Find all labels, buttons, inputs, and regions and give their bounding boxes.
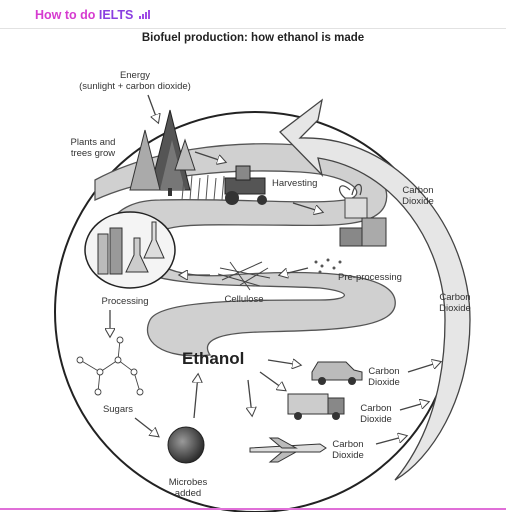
plane-co2-arrow: [375, 436, 406, 445]
chipped-biomass: [314, 258, 342, 274]
processing-illustration: [84, 211, 176, 289]
truck-illustration: [287, 393, 345, 420]
footer-divider: [0, 508, 506, 510]
ethanol-to-truck-arrow: [259, 371, 285, 390]
brand-name: IELTS: [98, 8, 134, 22]
preprocess-to-cellulose-arrow: [280, 267, 309, 275]
grow-to-harvest-arrow: [194, 151, 225, 162]
energy-arrow: [147, 94, 158, 122]
harvest-to-preprocess-arrow: [292, 202, 322, 212]
crops-illustration: [181, 174, 225, 201]
header-divider: [0, 28, 506, 29]
label-processing: Processing: [102, 296, 149, 307]
label-sugars: Sugars: [103, 404, 133, 415]
label-harvesting: Harvesting: [272, 178, 317, 189]
signal-bars-icon: [138, 8, 151, 22]
label-energy: Energy(sunlight + carbon dioxide): [79, 70, 191, 92]
plant-illustration: [338, 183, 368, 219]
label-ethanol: Ethanol: [182, 349, 244, 368]
brand-logo: How to do IELTS: [35, 8, 151, 22]
tractor-illustration: [224, 165, 267, 205]
diagram-title: Biofuel production: how ethanol is made: [141, 32, 365, 44]
car-illustration: [311, 361, 363, 385]
microbes-illustration: [167, 426, 205, 464]
co2-return-arrow: [279, 98, 471, 481]
truck-co2-arrow: [399, 402, 428, 411]
cellulose-illustration: [217, 261, 271, 291]
brand-prefix: How to do: [35, 8, 99, 22]
label-cellulose: Cellulose: [224, 294, 263, 305]
plane-illustration: [249, 437, 327, 463]
microbes-to-ethanol-arrow: [194, 375, 198, 419]
process-band: [94, 143, 396, 357]
ethanol-to-plane-arrow: [248, 379, 252, 415]
car-co2-arrow: [407, 362, 440, 373]
preprocessing-machine: [339, 217, 387, 247]
trees-illustration: [129, 109, 196, 196]
label-preprocessing: Pre-processing: [338, 272, 402, 283]
sugars-to-microbes-arrow: [134, 417, 158, 436]
ethanol-to-car-arrow: [267, 360, 300, 365]
sugar-molecule-illustration: [76, 336, 144, 396]
